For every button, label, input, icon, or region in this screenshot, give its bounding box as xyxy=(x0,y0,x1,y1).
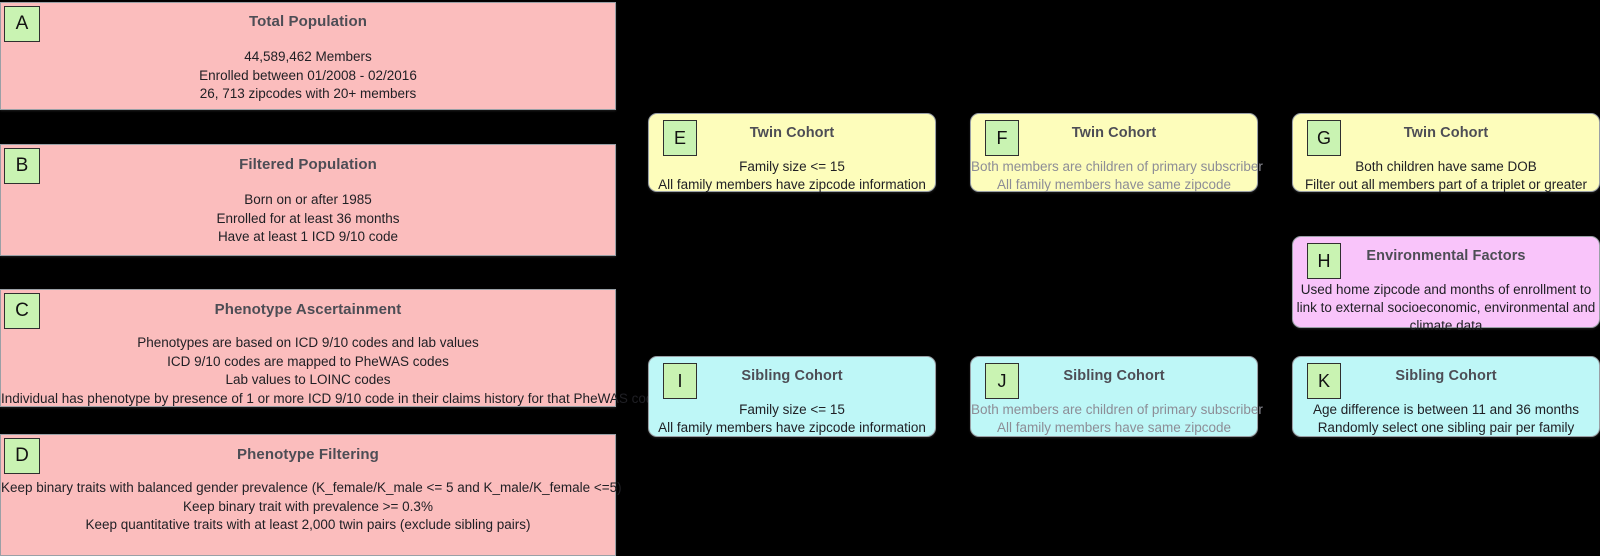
node-line: All family members have zipcode informat… xyxy=(658,177,926,192)
node-badge-A: A xyxy=(4,6,40,42)
node-title-C: Phenotype Ascertainment xyxy=(214,301,402,318)
node-title-H: Environmental Factors xyxy=(1366,248,1526,264)
node-lines-B: Born on or after 1985 Enrolled for at le… xyxy=(1,191,615,247)
node-F-twin-cohort[interactable]: F Twin Cohort Both members are children … xyxy=(970,113,1263,194)
node-line: Family size <= 15 xyxy=(739,402,845,417)
node-K-sibling-cohort[interactable]: K Sibling Cohort Age difference is betwe… xyxy=(1292,356,1600,437)
node-body-B: Filtered Population Born on or after 198… xyxy=(1,156,615,247)
node-badge-H: H xyxy=(1307,243,1341,279)
node-title-K: Sibling Cohort xyxy=(1395,368,1497,384)
node-lines-D: Keep binary traits with balanced gender … xyxy=(1,479,622,535)
node-body-A: Total Population 44,589,462 Members Enro… xyxy=(1,13,615,104)
node-line: All family members have same zipcode xyxy=(996,177,1232,192)
node-line: Enrolled for at least 36 months xyxy=(216,210,400,226)
node-D-phenotype-filtering[interactable]: D Phenotype Filtering Keep binary traits… xyxy=(0,434,622,556)
node-line: Randomly select one sibling pair per fam… xyxy=(1317,420,1575,435)
node-E-twin-cohort[interactable]: E Twin Cohort Family size <= 15 All fami… xyxy=(648,113,936,192)
node-lines-I: Family size <= 15 All family members hav… xyxy=(649,401,935,437)
node-body-H: Environmental Factors Used home zipcode … xyxy=(1293,248,1599,335)
node-badge-C: C xyxy=(4,293,40,329)
node-B-filtered-population[interactable]: B Filtered Population Born on or after 1… xyxy=(0,144,616,256)
node-body-G: Twin Cohort Both children have same DOB … xyxy=(1293,125,1599,194)
node-title-B: Filtered Population xyxy=(239,156,377,173)
node-title-G: Twin Cohort xyxy=(1403,125,1489,141)
node-body-J: Sibling Cohort Both members are children… xyxy=(971,368,1263,437)
node-line: Keep binary traits with balanced gender … xyxy=(1,480,622,495)
node-body-I: Sibling Cohort Family size <= 15 All fam… xyxy=(649,368,935,437)
node-line: Family size <= 15 xyxy=(739,159,845,174)
node-body-K: Sibling Cohort Age difference is between… xyxy=(1293,368,1599,437)
node-body-E: Twin Cohort Family size <= 15 All family… xyxy=(649,125,935,194)
node-lines-J: Both members are children of primary sub… xyxy=(971,401,1263,437)
node-line: Phenotypes are based on ICD 9/10 codes a… xyxy=(137,335,479,350)
node-lines-G: Both children have same DOB Filter out a… xyxy=(1293,158,1599,194)
node-lines-H: Used home zipcode and months of enrollme… xyxy=(1293,281,1599,335)
node-badge-G: G xyxy=(1307,120,1341,156)
node-line: Enrolled between 01/2008 - 02/2016 xyxy=(199,67,417,83)
node-line: All family members have zipcode informat… xyxy=(658,420,926,435)
node-badge-J: J xyxy=(985,363,1019,399)
node-line: link to external socioeconomic, environm… xyxy=(1296,300,1596,315)
node-badge-K: K xyxy=(1307,363,1341,399)
node-line: 26, 713 zipcodes with 20+ members xyxy=(199,86,417,101)
node-line: All family members have same zipcode xyxy=(996,420,1232,435)
node-I-sibling-cohort[interactable]: I Sibling Cohort Family size <= 15 All f… xyxy=(648,356,936,437)
node-line: Born on or after 1985 xyxy=(244,192,372,207)
node-lines-C: Phenotypes are based on ICD 9/10 codes a… xyxy=(1,334,661,408)
node-line: Both children have same DOB xyxy=(1355,159,1537,174)
node-lines-A: 44,589,462 Members Enrolled between 01/2… xyxy=(1,48,615,104)
node-line: Lab values to LOINC codes xyxy=(225,372,391,387)
node-line: Filter out all members part of a triplet… xyxy=(1304,177,1588,192)
node-line: Both members are children of primary sub… xyxy=(971,159,1263,174)
node-title-E: Twin Cohort xyxy=(749,125,835,141)
node-body-C: Phenotype Ascertainment Phenotypes are b… xyxy=(1,301,661,408)
node-line: Age difference is between 11 and 36 mont… xyxy=(1313,402,1579,417)
node-line: Keep binary trait with prevalence >= 0.3… xyxy=(183,498,433,514)
node-line: climate data xyxy=(1409,318,1483,333)
node-line: Have at least 1 ICD 9/10 code xyxy=(217,229,399,244)
node-title-F: Twin Cohort xyxy=(1071,125,1157,141)
node-badge-B: B xyxy=(4,148,40,184)
node-H-environmental-factors[interactable]: H Environmental Factors Used home zipcod… xyxy=(1292,236,1600,333)
node-C-phenotype-ascertainment[interactable]: C Phenotype Ascertainment Phenotypes are… xyxy=(0,289,661,408)
node-line: Both members are children of primary sub… xyxy=(971,402,1263,417)
node-body-D: Phenotype Filtering Keep binary traits w… xyxy=(1,446,622,535)
node-title-D: Phenotype Filtering xyxy=(237,446,379,463)
node-lines-F: Both members are children of primary sub… xyxy=(971,158,1263,194)
node-line: Used home zipcode and months of enrollme… xyxy=(1300,282,1592,297)
node-lines-K: Age difference is between 11 and 36 mont… xyxy=(1293,401,1599,437)
node-J-sibling-cohort[interactable]: J Sibling Cohort Both members are childr… xyxy=(970,356,1263,437)
node-G-twin-cohort[interactable]: G Twin Cohort Both children have same DO… xyxy=(1292,113,1600,192)
node-lines-E: Family size <= 15 All family members hav… xyxy=(649,158,935,194)
node-line: ICD 9/10 codes are mapped to PheWAS code… xyxy=(167,353,449,369)
node-A-total-population[interactable]: A Total Population 44,589,462 Members En… xyxy=(0,2,616,110)
node-title-A: Total Population xyxy=(249,13,367,30)
node-body-F: Twin Cohort Both members are children of… xyxy=(971,125,1263,194)
node-line: Individual has phenotype by presence of … xyxy=(1,390,661,406)
node-badge-F: F xyxy=(985,120,1019,156)
node-badge-E: E xyxy=(663,120,697,156)
node-badge-I: I xyxy=(663,363,697,399)
node-title-J: Sibling Cohort xyxy=(1063,368,1165,384)
node-badge-D: D xyxy=(4,438,40,474)
node-title-I: Sibling Cohort xyxy=(741,368,843,384)
node-line: 44,589,462 Members xyxy=(244,49,372,64)
node-line: Keep quantitative traits with at least 2… xyxy=(85,517,531,532)
